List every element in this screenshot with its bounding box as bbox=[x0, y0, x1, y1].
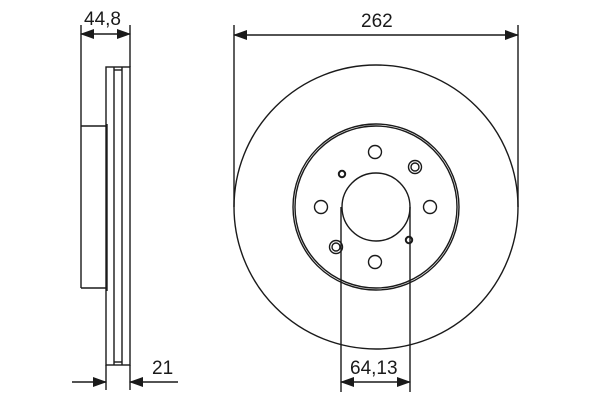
front-view bbox=[233, 25, 519, 392]
hub-circle-inner bbox=[294, 125, 458, 289]
bolt-hole-left bbox=[313, 199, 329, 215]
disc-outer-circle bbox=[233, 64, 519, 350]
locating-hole-upper-right-inner bbox=[410, 162, 420, 172]
center-bore bbox=[341, 172, 411, 242]
bolt-hole-right bbox=[422, 199, 438, 215]
friction-ring bbox=[105, 66, 131, 366]
dimension-label-thickness: 21 bbox=[152, 358, 174, 379]
dimension-label-diameter: 262 bbox=[361, 11, 393, 32]
hat-top-edge bbox=[81, 125, 107, 127]
threaded-hole-upper-left bbox=[337, 169, 347, 179]
side-view bbox=[72, 25, 178, 390]
bolt-hole-bottom bbox=[367, 254, 383, 270]
dimension-label-bore: 64,13 bbox=[350, 358, 398, 379]
locating-hole-lower-left bbox=[328, 239, 344, 255]
dimension-label-height: 44,8 bbox=[84, 9, 121, 30]
bolt-hole-top bbox=[367, 144, 383, 160]
locating-hole-upper-right bbox=[407, 159, 423, 175]
locating-hole-lower-left-inner bbox=[331, 242, 341, 252]
threaded-hole-lower-right bbox=[404, 235, 414, 245]
hub-circle-outer bbox=[292, 123, 460, 291]
